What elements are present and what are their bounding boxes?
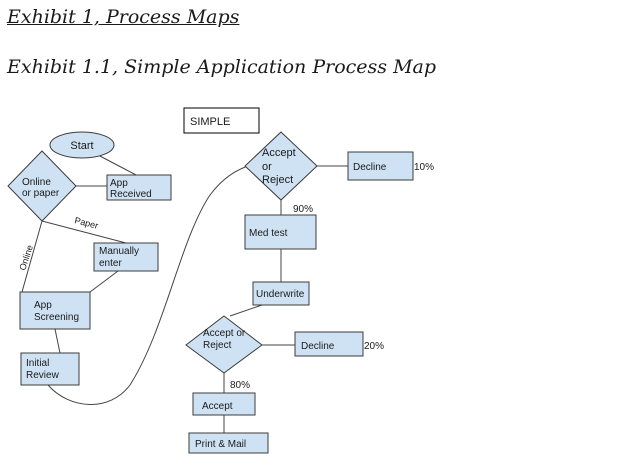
accept-or-reject-2-line-2: Reject bbox=[203, 340, 232, 351]
accept-or-reject-decision-2 bbox=[185, 315, 263, 374]
app-screening-node bbox=[19, 291, 91, 330]
online-or-paper-decision bbox=[7, 150, 77, 222]
print-and-mail-node bbox=[188, 432, 269, 454]
connector-start-app-received bbox=[97, 154, 139, 177]
print-and-mail-label: Print & Mail bbox=[195, 439, 246, 450]
connector-screening-review bbox=[54, 328, 61, 354]
decline-2-percent: 20% bbox=[364, 341, 384, 352]
connectors bbox=[21, 154, 348, 433]
accept-or-reject-decision-1 bbox=[244, 131, 318, 201]
accept-2-percent: 80% bbox=[230, 380, 250, 391]
connector-paper bbox=[41, 220, 127, 244]
connector-underwrite-decision2 bbox=[229, 304, 263, 317]
initial-review-line-1: Initial bbox=[26, 358, 49, 369]
decline-node-2 bbox=[294, 331, 364, 357]
connector-review-accept-reject bbox=[47, 164, 253, 405]
app-screening-line-1: App bbox=[34, 300, 52, 311]
decline-1-label: Decline bbox=[353, 162, 387, 173]
app-received-line-1: App bbox=[110, 178, 128, 189]
simple-label: SIMPLE bbox=[190, 116, 230, 128]
accept-label: Accept bbox=[202, 401, 233, 412]
accept-or-reject-1-line-1: Accept bbox=[262, 147, 296, 159]
process-map-subtitle: Exhibit 1.1, Simple Application Process … bbox=[7, 56, 437, 78]
decline-1-percent: 10% bbox=[414, 162, 434, 173]
start-node bbox=[49, 131, 115, 159]
manually-enter-node bbox=[93, 242, 159, 272]
connector-manual-screening bbox=[89, 270, 119, 293]
app-received-node bbox=[106, 174, 172, 201]
online-or-paper-line-2: or paper bbox=[22, 188, 60, 199]
accept-node bbox=[192, 392, 256, 416]
decline-2-label: Decline bbox=[301, 341, 335, 352]
app-received-line-2: Received bbox=[110, 189, 152, 200]
start-label: Start bbox=[70, 140, 93, 152]
med-test-label: Med test bbox=[249, 228, 288, 239]
underwrite-label: Underwrite bbox=[256, 289, 305, 300]
edge-label-online: Online bbox=[17, 244, 35, 272]
online-or-paper-line-1: Online bbox=[22, 177, 51, 188]
connector-online bbox=[21, 220, 43, 293]
accept-1-percent: 90% bbox=[293, 204, 313, 215]
decline-node-1 bbox=[347, 151, 414, 181]
exhibit-heading: Exhibit 1, Process Maps bbox=[7, 6, 240, 28]
med-test-node bbox=[244, 214, 317, 250]
manually-enter-line-1: Manually bbox=[99, 246, 139, 257]
accept-or-reject-1-line-2: or bbox=[262, 161, 272, 173]
initial-review-node bbox=[20, 352, 80, 386]
underwrite-node bbox=[252, 281, 310, 306]
manually-enter-line-2: enter bbox=[99, 258, 122, 269]
simple-label-box bbox=[183, 107, 260, 134]
app-screening-line-2: Screening bbox=[34, 312, 79, 323]
accept-or-reject-1-line-3: Reject bbox=[262, 174, 293, 186]
accept-or-reject-2-line-1: Accept or bbox=[203, 328, 246, 339]
initial-review-line-2: Review bbox=[26, 370, 60, 381]
edge-label-paper: Paper bbox=[74, 215, 100, 231]
